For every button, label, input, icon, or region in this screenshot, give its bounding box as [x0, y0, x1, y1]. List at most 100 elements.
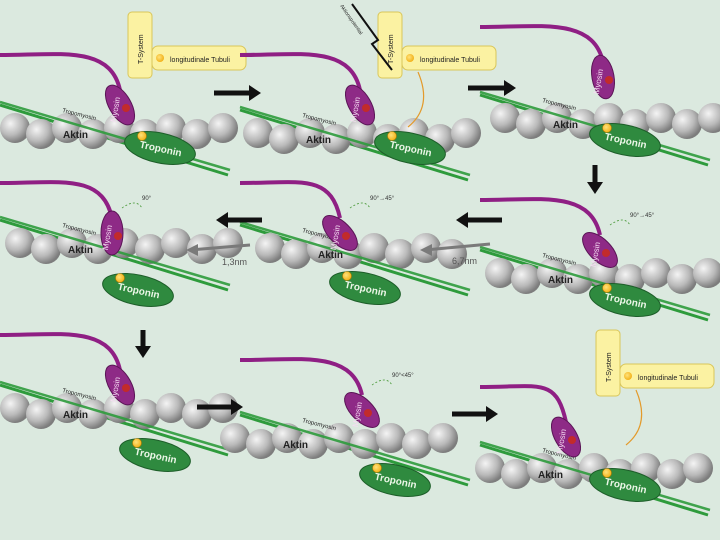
myosin-chain — [239, 357, 364, 396]
tropomyosin-label: Tropomyosin — [302, 418, 337, 432]
tubuli-label: longitudinale Tubuli — [420, 57, 480, 64]
tropomyosin-strand-front — [239, 220, 471, 292]
atp-icon — [605, 76, 613, 84]
angle-annotation: 90°→45° — [370, 196, 395, 202]
calcium-icon — [156, 54, 164, 62]
actin-bead — [26, 399, 56, 429]
actin-bead — [657, 459, 687, 489]
actin-bead — [135, 234, 165, 264]
actin-bead — [542, 103, 572, 133]
myosin-head — [104, 364, 136, 406]
actin-bead — [182, 399, 212, 429]
actin-bead — [672, 109, 702, 139]
actin-bead — [272, 423, 302, 453]
tropomyosin-strand-front — [0, 380, 231, 452]
actin-bead — [646, 103, 676, 133]
actin-bead — [220, 423, 250, 453]
angle-arc — [349, 202, 371, 209]
calcium-icon — [115, 273, 125, 283]
aktin-label: Aktin — [283, 440, 308, 451]
actin-bead — [698, 103, 720, 133]
distance-13-label: 1,3nm — [222, 257, 247, 267]
actin-bead — [269, 124, 299, 154]
myosin-label: Myosin — [349, 96, 362, 123]
calcium-icon — [137, 131, 147, 141]
actin-bead — [161, 228, 191, 258]
calcium-icon — [132, 438, 142, 448]
tropomyosin-strand-front — [479, 90, 711, 162]
calcium-icon — [372, 463, 382, 473]
atp-icon — [122, 384, 130, 392]
displacement-arrowhead — [420, 244, 432, 256]
actin-bead — [26, 119, 56, 149]
actin-bead — [0, 113, 30, 143]
actin-bead — [527, 453, 557, 483]
myosin-chain — [239, 52, 362, 91]
actin-bead — [385, 239, 415, 269]
myosin-label: Myosin — [589, 241, 602, 268]
actin-bead — [156, 393, 186, 423]
actionpotential-label: Aktionspotential — [338, 4, 363, 36]
displacement-arrowhead — [186, 244, 198, 256]
atp-icon — [568, 436, 576, 444]
actin-bead — [511, 264, 541, 294]
calcium-icon — [342, 271, 352, 281]
myosin-label: Myosin — [109, 376, 122, 403]
tropomyosin-strand — [479, 248, 709, 322]
myosin-chain — [479, 24, 605, 63]
myosin-label: Myosin — [109, 96, 122, 123]
actin-bead — [516, 109, 546, 139]
flow-arrow-right-head — [486, 406, 498, 422]
flow-arrow-down-head — [587, 182, 603, 194]
aktin-label: Aktin — [63, 410, 88, 421]
myosin-chain — [0, 332, 122, 371]
aktin-label: Aktin — [318, 250, 343, 261]
calcium-release-arrow — [625, 389, 643, 446]
calcium-icon — [602, 123, 612, 133]
aktin-label: Aktin — [68, 245, 93, 256]
flow-arrow-left-head — [216, 212, 228, 228]
actin-bead — [683, 453, 713, 483]
flow-arrow-right-head — [504, 80, 516, 96]
actin-filament — [220, 423, 458, 459]
tsystem-box — [127, 11, 153, 79]
actin-filament — [0, 113, 238, 149]
actin-bead — [281, 239, 311, 269]
atp-icon — [114, 232, 122, 240]
myosin-head — [591, 54, 615, 100]
actin-bead — [485, 258, 515, 288]
tubuli-label: longitudinale Tubuli — [638, 375, 698, 382]
myosin-head — [322, 215, 358, 251]
aktin-label: Aktin — [553, 120, 578, 131]
actin-bead — [246, 429, 276, 459]
myosin-chain — [0, 180, 114, 219]
calcium-icon — [406, 54, 414, 62]
myosin-label: Myosin — [555, 428, 568, 455]
actin-bead — [213, 228, 243, 258]
flow-arrow-down-head — [135, 346, 151, 358]
actin-bead — [324, 423, 354, 453]
atp-icon — [122, 104, 130, 112]
actin-bead — [402, 429, 432, 459]
angle-annotation: 90°→45° — [630, 213, 655, 219]
myosin-chain — [0, 52, 122, 91]
actin-bead — [451, 118, 481, 148]
tubuli-box — [619, 363, 715, 389]
angle-arc — [371, 379, 393, 386]
calcium-icon — [602, 283, 612, 293]
flow-arrow-right-head — [231, 399, 243, 415]
aktin-label: Aktin — [63, 130, 88, 141]
actin-bead — [243, 118, 273, 148]
tsystem-box — [377, 11, 403, 79]
actin-bead — [5, 228, 35, 258]
aktin-label: Aktin — [538, 470, 563, 481]
tsystem-box — [595, 329, 621, 397]
actin-bead — [428, 423, 458, 453]
myosin-chain — [479, 197, 602, 236]
tsystem-label: T-System — [606, 352, 613, 382]
actin-bead — [208, 113, 238, 143]
displacement-arrow — [189, 243, 251, 252]
